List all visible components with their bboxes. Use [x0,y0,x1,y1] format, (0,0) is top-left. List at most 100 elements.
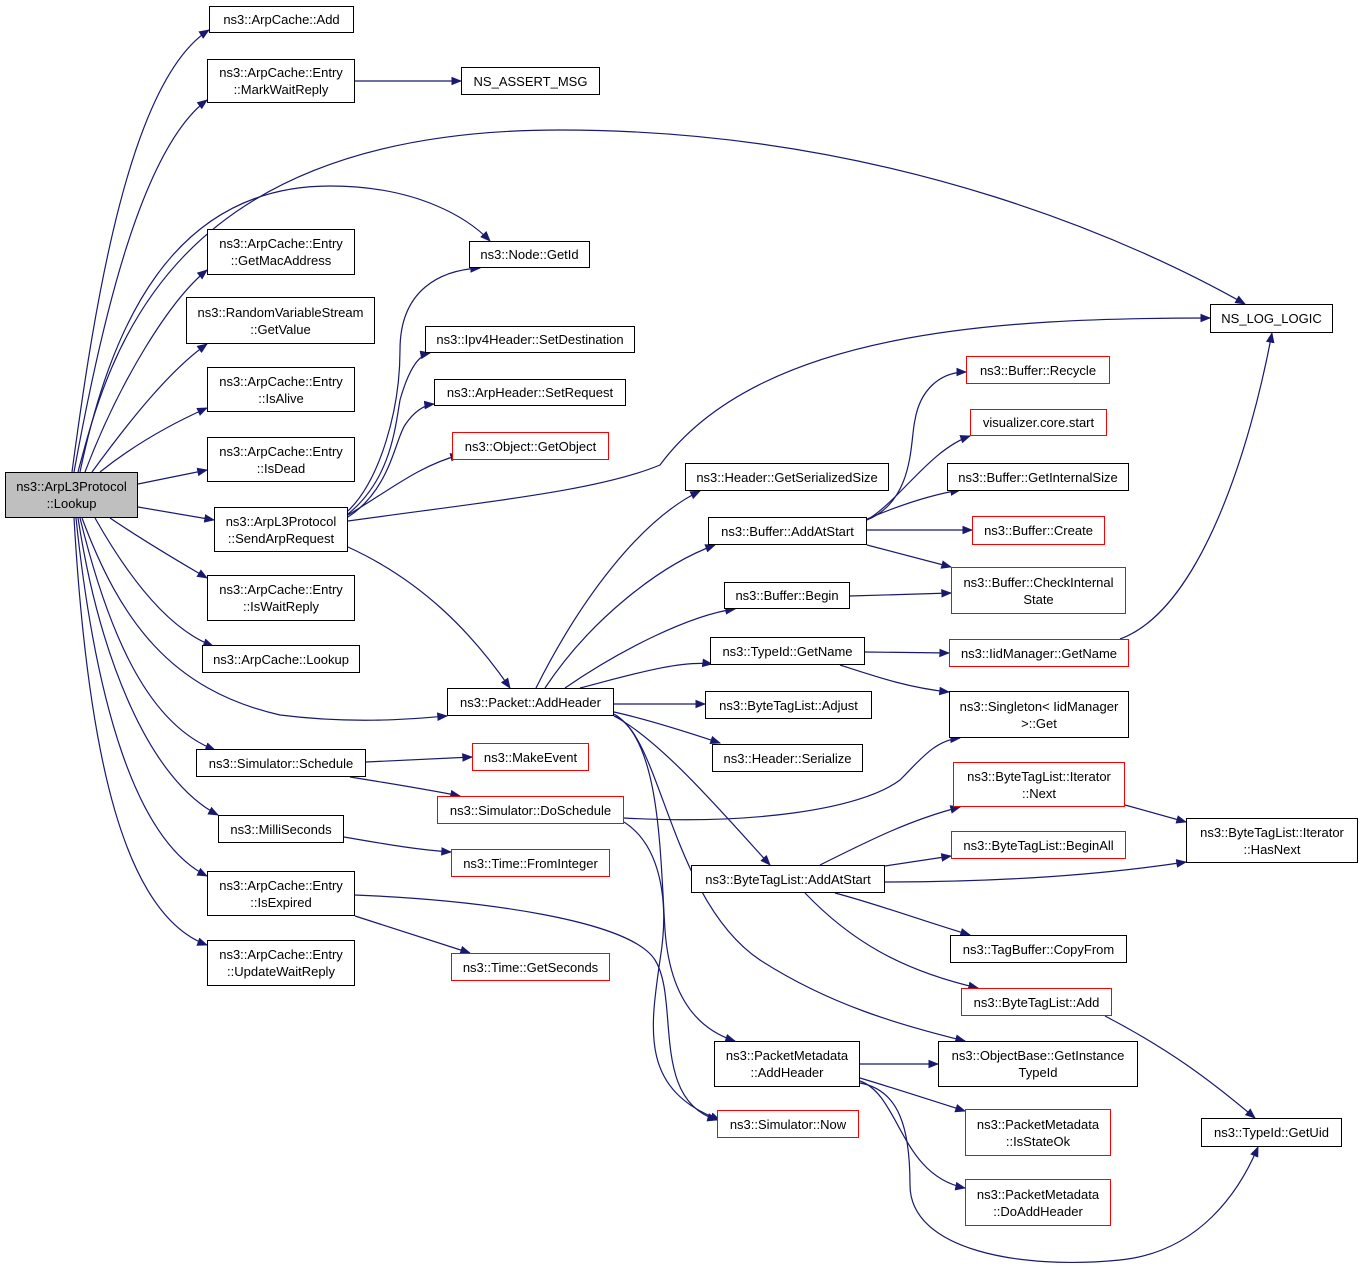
node-randomvariablestream-getvalue[interactable]: ns3::RandomVariableStream::GetValue [186,297,375,344]
edge-root-packet-addheader [81,517,449,722]
node-bytetaglist-beginall[interactable]: ns3::ByteTagList::BeginAll [951,831,1126,859]
edge-sendarprequest-ipv4-setdest [347,350,432,515]
node-typeid-getname[interactable]: ns3::TypeId::GetName [710,637,865,665]
node-label: ns3::PacketMetadata [976,1116,1100,1132]
edge-sendarprequest-node-getid [347,264,482,512]
node-label: ns3::Buffer::AddAtStart [721,523,854,539]
node-label: ::IsWaitReply [242,599,320,614]
edge-doschedule-simulator-now [623,821,722,1121]
node-typeid-getuid[interactable]: ns3::TypeId::GetUid [1201,1118,1342,1147]
node-makeevent[interactable]: ns3::MakeEvent [472,743,589,771]
node-entry-isexpired[interactable]: ns3::ArpCache::Entry::IsExpired [207,871,355,916]
edge-packetmetadata-addheader-typeid-getuid [859,1082,1259,1264]
node-ns-assert-msg[interactable]: NS_ASSERT_MSG [461,67,600,95]
node-label: ns3::ArpCache::Entry [219,373,343,389]
edge-isexpired-simulator-now [354,894,719,1122]
node-object-getobject[interactable]: ns3::Object::GetObject [452,432,609,460]
edge-packet-addheader-typeid-getname [579,658,714,689]
node-packetmetadata-isstateok[interactable]: ns3::PacketMetadata::IsStateOk [965,1109,1111,1156]
edge-packetmetadata-addheader-doaddheader [859,1080,967,1191]
edge-typeid-getname-singleton-get [839,664,951,696]
node-visualizer-core-start[interactable]: visualizer.core.start [970,409,1107,436]
node-buffer-begin[interactable]: ns3::Buffer::Begin [724,582,850,609]
edge-root-isdead [137,467,209,485]
node-label: State [1023,591,1054,607]
node-label: ::HasNext [1243,841,1301,857]
node-iidmanager-getname[interactable]: ns3::IidManager::GetName [949,639,1129,667]
node-entry-markwaitreply[interactable]: ns3::ArpCache::Entry::MarkWaitReply [207,59,355,103]
node-singleton-iidmanager-get[interactable]: ns3::Singleton< IidManager>::Get [949,691,1129,738]
node-label: NS_LOG_LOGIC [1221,311,1322,326]
node-bytetaglist-add[interactable]: ns3::ByteTagList::Add [961,988,1112,1016]
node-label: ::IsExpired [250,894,312,910]
node-header-getserializedsize[interactable]: ns3::Header::GetSerializedSize [685,463,889,491]
edge-root-rvs-getvalue [91,343,208,473]
edge-root-arpcache-lookup [94,517,215,647]
edge-packet-addheader-header-serialize [613,711,722,745]
node-time-getseconds[interactable]: ns3::Time::GetSeconds [451,953,610,981]
edge-bytetaglist-addatstart-hasnext [884,859,1188,883]
node-label: NS_ASSERT_MSG [473,73,588,89]
edge-packet-addheader-bytetaglist-addatstart [613,715,771,866]
node-buffer-create[interactable]: ns3::Buffer::Create [972,516,1105,545]
edge-milliseconds-time-frominteger [343,836,453,856]
node-simulator-schedule[interactable]: ns3::Simulator::Schedule [196,749,366,777]
node-root-arpl3protocol-lookup: ns3::ArpL3Protocol::Lookup [5,472,138,518]
edge-packet-addheader-packetmetadata-addheader [613,713,737,1043]
node-packet-addheader[interactable]: ns3::Packet::AddHeader [447,688,614,716]
node-header-serialize[interactable]: ns3::Header::Serialize [712,744,863,772]
node-label: ::GetMacAddress [230,253,332,268]
node-tagbuffer-copyfrom[interactable]: ns3::TagBuffer::CopyFrom [950,935,1127,963]
node-node-getid[interactable]: ns3::Node::GetId [469,241,590,268]
node-time-frominteger[interactable]: ns3::Time::FromInteger [451,849,610,877]
edge-root-simulator-schedule [79,517,217,751]
node-ipv4header-setdestination[interactable]: ns3::Ipv4Header::SetDestination [425,326,635,353]
node-milliseconds[interactable]: ns3::MilliSeconds [218,815,344,843]
node-label: ::IsStateOk [1005,1133,1071,1149]
node-label: ns3::ObjectBase::GetInstance [951,1048,1125,1063]
node-iterator-hasnext[interactable]: ns3::ByteTagList::Iterator::HasNext [1186,818,1358,863]
edge-buffer-addatstart-visualizer [866,435,972,521]
node-label: ns3::ByteTagList::AddAtStart [705,871,871,887]
node-packetmetadata-addheader[interactable]: ns3::PacketMetadata::AddHeader [714,1041,860,1087]
node-label: ns3::MakeEvent [483,749,578,765]
node-label: ns3::TypeId::GetUid [1214,1125,1329,1140]
node-buffer-getinternalsize[interactable]: ns3::Buffer::GetInternalSize [947,463,1129,491]
node-arpheader-setrequest[interactable]: ns3::ArpHeader::SetRequest [434,379,626,406]
edge-bytetaglist-addatstart-beginall [884,853,953,867]
node-bytetaglist-addatstart[interactable]: ns3::ByteTagList::AddAtStart [691,865,885,893]
node-buffer-recycle[interactable]: ns3::Buffer::Recycle [966,356,1110,384]
node-entry-isdead[interactable]: ns3::ArpCache::Entry::IsDead [207,437,355,482]
edge-sendarprequest-setrequest [347,400,436,518]
edge-packet-addheader-objectbase-getinstancetypeid [613,715,967,1043]
node-bytetaglist-adjust[interactable]: ns3::ByteTagList::Adjust [705,691,872,719]
node-label: ::IsAlive [258,390,304,406]
node-packetmetadata-doaddheader[interactable]: ns3::PacketMetadata::DoAddHeader [965,1179,1111,1226]
edge-packetmetadata-addheader-isstateok [859,1077,967,1113]
edge-bytetaglist-addatstart-iterator-next [819,805,962,866]
node-arpl3protocol-sendarprequest[interactable]: ns3::ArpL3Protocol::SendArpRequest [214,507,348,552]
node-arpcache-add[interactable]: ns3::ArpCache::Add [209,6,354,33]
node-label: ns3::ByteTagList::Add [973,994,1100,1010]
node-label: ns3::Simulator::DoSchedule [449,802,612,818]
edge-root-isalive [99,407,208,473]
node-entry-updatewaitreply[interactable]: ns3::ArpCache::Entry::UpdateWaitReply [207,940,355,986]
edge-bytetaglist-addatstart-add [804,892,980,991]
edge-bytetaglist-addatstart-copyfrom [834,892,972,937]
node-entry-iswaitreply[interactable]: ns3::ArpCache::Entry::IsWaitReply [207,575,355,621]
node-iterator-next[interactable]: ns3::ByteTagList::Iterator::Next [953,762,1125,807]
node-simulator-doschedule[interactable]: ns3::Simulator::DoSchedule [437,796,624,824]
node-label: ns3::TagBuffer::CopyFrom [962,941,1115,957]
node-arpcache-lookup[interactable]: ns3::ArpCache::Lookup [202,645,360,673]
node-label: ns3::Header::Serialize [723,750,852,766]
edge-simulator-schedule-makeevent [365,753,474,763]
node-entry-getmacaddress[interactable]: ns3::ArpCache::Entry::GetMacAddress [207,229,355,275]
node-entry-isalive[interactable]: ns3::ArpCache::Entry::IsAlive [207,367,355,412]
node-simulator-now[interactable]: ns3::Simulator::Now [717,1110,859,1138]
edge-root-isexpired [75,517,208,877]
node-ns-log-logic[interactable]: NS_LOG_LOGIC [1210,304,1333,333]
node-buffer-addatstart[interactable]: ns3::Buffer::AddAtStart [708,517,867,545]
node-label: ns3::Ipv4Header::SetDestination [436,332,624,347]
